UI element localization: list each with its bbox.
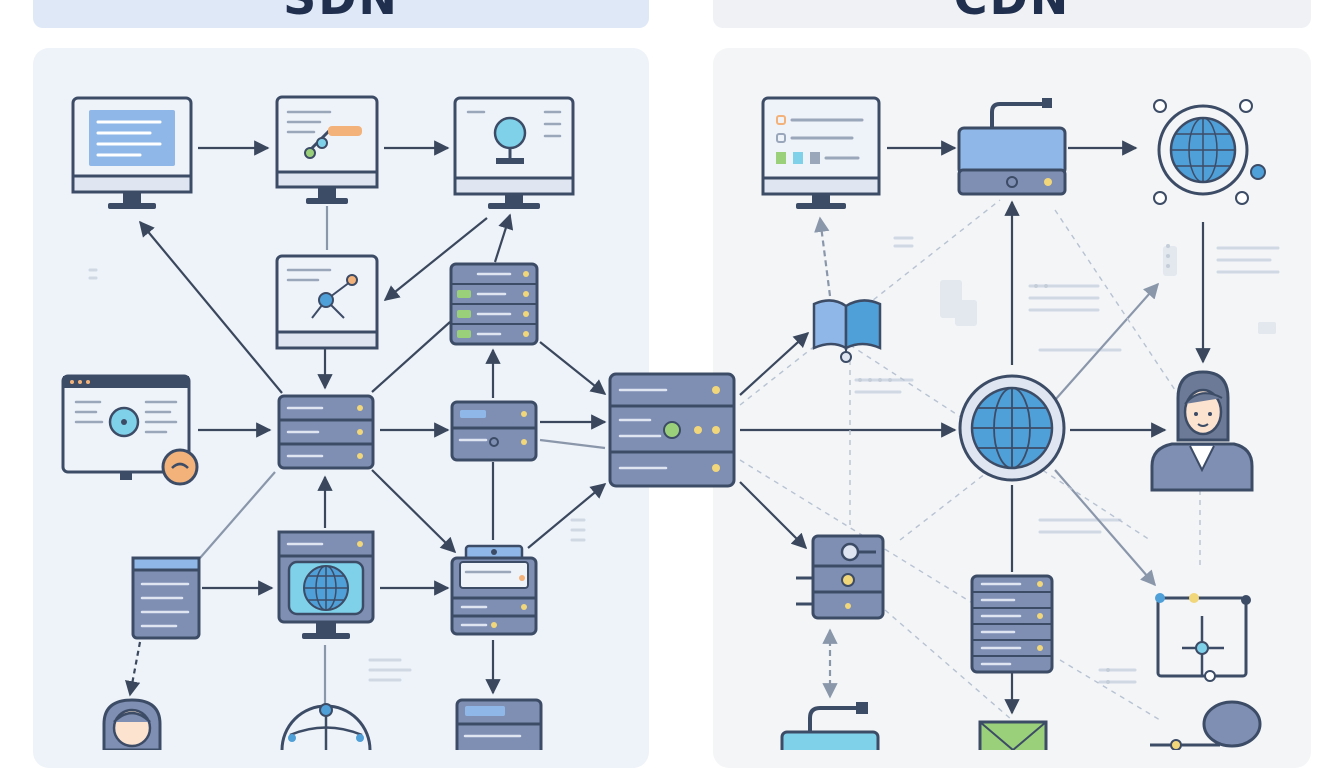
central-hub-server	[608, 372, 736, 488]
cdn-router	[957, 98, 1067, 196]
sdn-monitor-1	[71, 96, 193, 209]
sdn-header: SDN	[33, 0, 649, 28]
sdn-switch-stack	[449, 262, 539, 346]
sdn-core-server	[277, 394, 375, 470]
cdn-globe-network-icon	[1153, 99, 1266, 205]
cdn-bottom-cloud	[1150, 700, 1262, 750]
sdn-printer-server	[450, 544, 538, 636]
network-diagram	[61, 95, 1280, 750]
cdn-user-avatar	[1150, 370, 1254, 492]
cdn-rack-server	[970, 574, 1054, 674]
cdn-bottom-pyramid	[978, 720, 1048, 750]
cdn-header: CDN	[713, 0, 1311, 28]
background-dashes	[88, 236, 1280, 684]
cdn-central-globe-icon	[958, 374, 1066, 482]
sdn-bottom-globe	[280, 703, 372, 750]
cdn-book-icon	[812, 299, 882, 363]
sdn-small-rack	[131, 556, 201, 640]
cdn-bottom-router	[780, 702, 880, 750]
sdn-globe-monitor	[277, 530, 375, 639]
sdn-connectors	[125, 140, 607, 715]
sdn-monitor-3	[453, 96, 575, 209]
sdn-title: SDN	[283, 0, 399, 22]
cdn-edge-node-grid	[1155, 593, 1251, 682]
cdn-monitor	[761, 96, 881, 209]
sdn-monitor-2	[275, 95, 379, 204]
sdn-user-avatar	[102, 698, 162, 750]
sdn-bottom-server	[455, 698, 543, 750]
cdn-cache-server	[796, 534, 885, 620]
cdn-dots	[858, 244, 1170, 684]
sdn-monitor-left	[61, 374, 199, 486]
background-boxes	[940, 246, 1276, 334]
sdn-mid-switch	[450, 400, 538, 462]
sdn-controller-monitor	[275, 254, 379, 350]
cdn-title: CDN	[954, 0, 1070, 22]
